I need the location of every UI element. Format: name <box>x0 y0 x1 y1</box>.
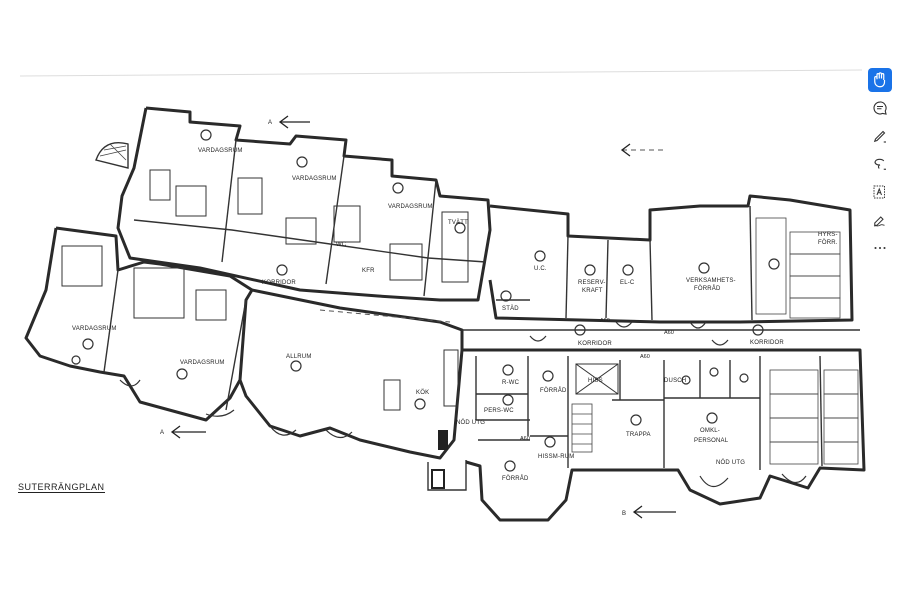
room-label: HYRS- <box>818 232 838 238</box>
hand-tool-button[interactable] <box>868 68 892 92</box>
allrum-area <box>238 288 467 491</box>
room-label: TRAPPA <box>626 432 651 438</box>
room-label: VARDAGSRUM <box>388 204 433 210</box>
room-label: FÖRR. <box>818 239 838 246</box>
room-label: NÖD UTG <box>456 419 485 426</box>
entrance-canopy <box>95 142 129 169</box>
text-box-icon <box>873 185 885 199</box>
room-label: ALLRUM <box>286 354 312 360</box>
room-label: FÖRRÅD <box>540 387 567 394</box>
comment-tool-button[interactable] <box>868 96 892 120</box>
section-arrow-a-bottom <box>170 425 206 439</box>
room-label: KÖK <box>416 389 429 396</box>
section-marker: A <box>268 120 272 126</box>
annotation-toolbar <box>864 66 896 266</box>
room-label: R-WC <box>502 380 520 386</box>
room-label: VARDAGSRUM <box>72 326 117 332</box>
room-label: FÖRRÅD <box>694 285 721 292</box>
room-label: KORRIDOR <box>750 340 784 346</box>
south-rooms <box>462 348 866 522</box>
north-rooms <box>488 194 854 324</box>
signature-icon <box>873 216 885 227</box>
more-icon <box>874 246 886 250</box>
room-label: WC <box>336 242 347 248</box>
text-tool-button[interactable] <box>868 180 892 204</box>
fire-rating: A60 <box>664 330 674 336</box>
lasso-icon <box>874 158 886 170</box>
room-label: EL-C <box>620 280 635 286</box>
scan-edge <box>19 69 863 77</box>
room-label: PERS-WC <box>484 408 514 414</box>
plan-title: SUTERRÄNGPLAN <box>18 482 105 493</box>
room-label: FÖRRÅD <box>502 475 529 482</box>
pen-icon <box>873 130 886 143</box>
section-marker: B <box>622 511 626 517</box>
fire-rating: A60 <box>640 354 650 360</box>
west-wing-upper <box>116 106 492 302</box>
section-marker: A <box>160 430 164 436</box>
section-arrow-b <box>632 505 676 519</box>
hand-icon <box>874 72 886 88</box>
section-arrow-a-top <box>278 115 310 129</box>
fill-sign-tool-button[interactable] <box>868 208 892 232</box>
room-label: NÖD UTG <box>716 459 745 466</box>
room-label: HISSM-RUM <box>538 454 574 460</box>
room-label: TVÄTT <box>448 219 468 226</box>
lasso-tool-button[interactable] <box>868 152 892 176</box>
room-label: OMKL- <box>700 428 720 434</box>
room-label: VARDAGSRUM <box>292 176 337 182</box>
room-label: RESERV- <box>578 280 606 286</box>
fire-rating: A60 <box>520 436 530 442</box>
room-label: KORRIDOR <box>262 280 296 286</box>
more-tools-button[interactable] <box>868 236 892 260</box>
room-label: KRAFT <box>582 288 603 294</box>
room-label: VARDAGSRUM <box>180 360 225 366</box>
room-label: PERSONAL <box>694 438 729 444</box>
room-label: VARDAGSRUM <box>198 148 243 154</box>
room-label: HISS <box>588 378 603 384</box>
corridor-band <box>462 321 860 351</box>
room-label: STÄD <box>502 305 519 312</box>
west-wing-lower <box>24 226 254 422</box>
pen-tool-button[interactable] <box>868 124 892 148</box>
room-label: U.C. <box>534 266 547 272</box>
stair-hatch <box>438 430 448 450</box>
fire-rating: A60 <box>600 318 610 324</box>
comment-icon <box>873 101 887 115</box>
room-label: DUSCH <box>664 378 686 384</box>
room-label: VERKSAMHETS- <box>686 278 736 284</box>
room-label: KORRIDOR <box>578 341 612 347</box>
room-label: KFR <box>362 268 375 274</box>
section-arrow-top-right <box>620 143 664 157</box>
